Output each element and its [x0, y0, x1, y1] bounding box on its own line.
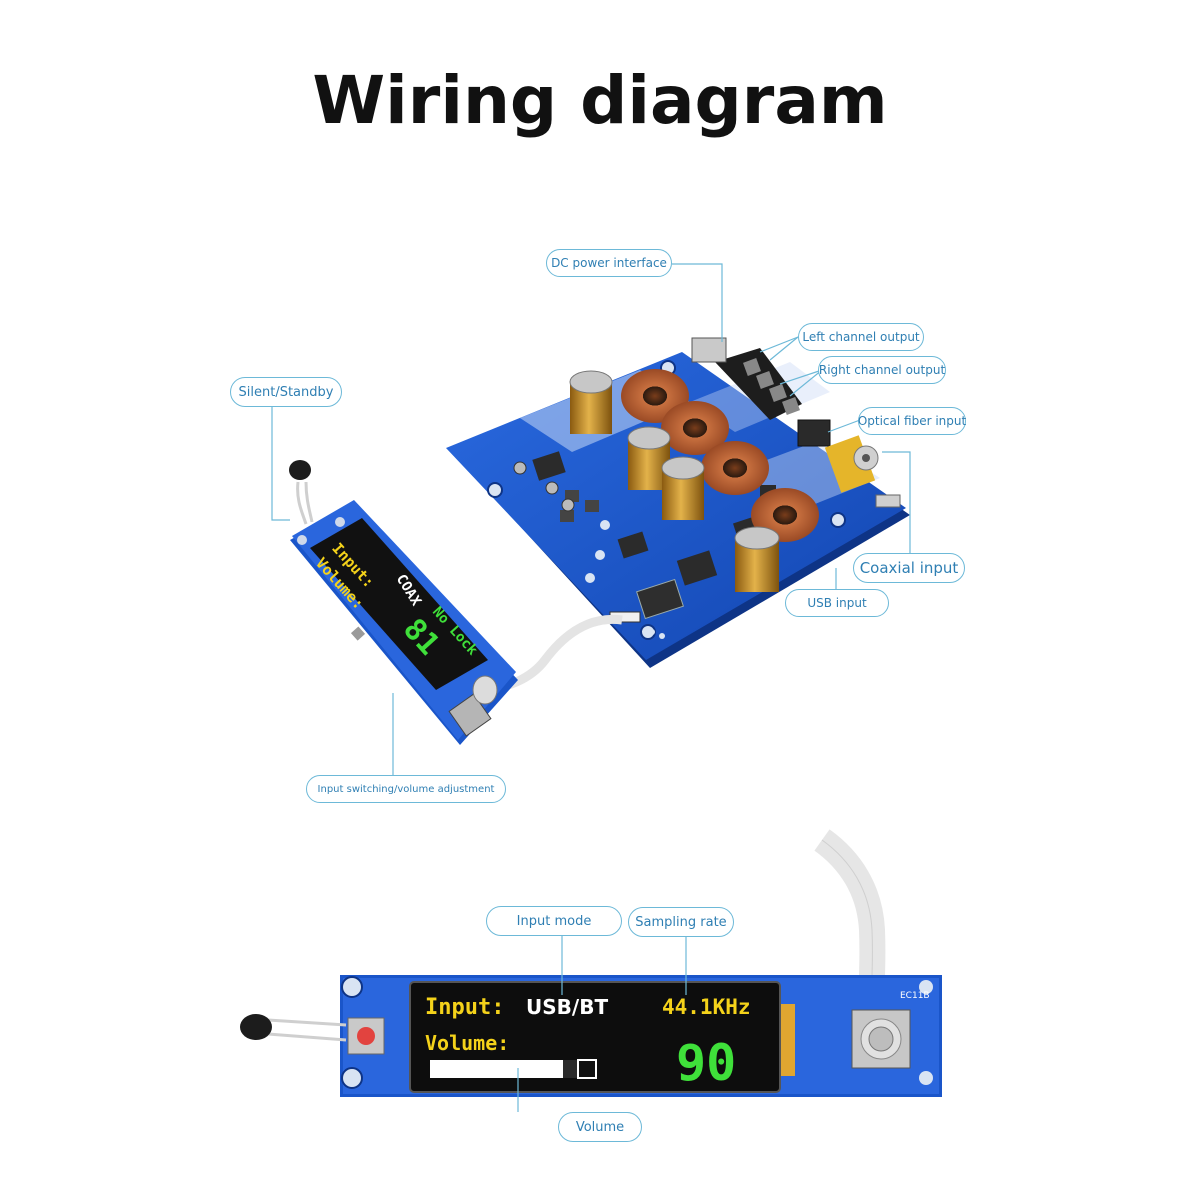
page-title: Wiring diagram — [312, 62, 888, 139]
label-volume: Volume — [558, 1112, 642, 1142]
volume-bar-fill — [430, 1060, 563, 1078]
label-silent-standby: Silent/Standby — [230, 377, 342, 407]
capacitors — [569, 370, 780, 592]
usb-port — [875, 494, 901, 508]
coax-jack — [824, 435, 879, 493]
label-coaxial: Coaxial input — [853, 553, 965, 583]
large-source: USB/BT — [526, 995, 608, 1019]
speaker-terminal-block — [715, 348, 802, 420]
inductors — [621, 369, 819, 542]
large-volume-value: 90 — [676, 1034, 736, 1092]
large-volume-label: Volume: — [425, 1031, 509, 1055]
volume-bar-cap — [577, 1059, 597, 1079]
label-dc-power: DC power interface — [546, 249, 672, 277]
label-input-switching: Input switching/volume adjustment — [306, 775, 506, 803]
label-usb: USB input — [785, 589, 889, 617]
label-optical: Optical fiber input — [858, 407, 966, 435]
large-rate: 44.1KHz — [662, 995, 751, 1019]
dc-jack — [691, 337, 727, 363]
large-display-module — [240, 829, 942, 1097]
large-input-label: Input: — [425, 995, 504, 1020]
board-marking: EC11B — [900, 991, 930, 1001]
label-left-channel: Left channel output — [798, 323, 924, 351]
label-right-channel: Right channel output — [818, 356, 946, 384]
amplifier-board — [446, 337, 910, 668]
small-display-module — [289, 460, 518, 745]
label-sampling-rate: Sampling rate — [628, 907, 734, 937]
label-input-mode: Input mode — [486, 906, 622, 936]
bottom-callout-lines — [517, 936, 687, 1112]
optical-port — [797, 419, 831, 447]
